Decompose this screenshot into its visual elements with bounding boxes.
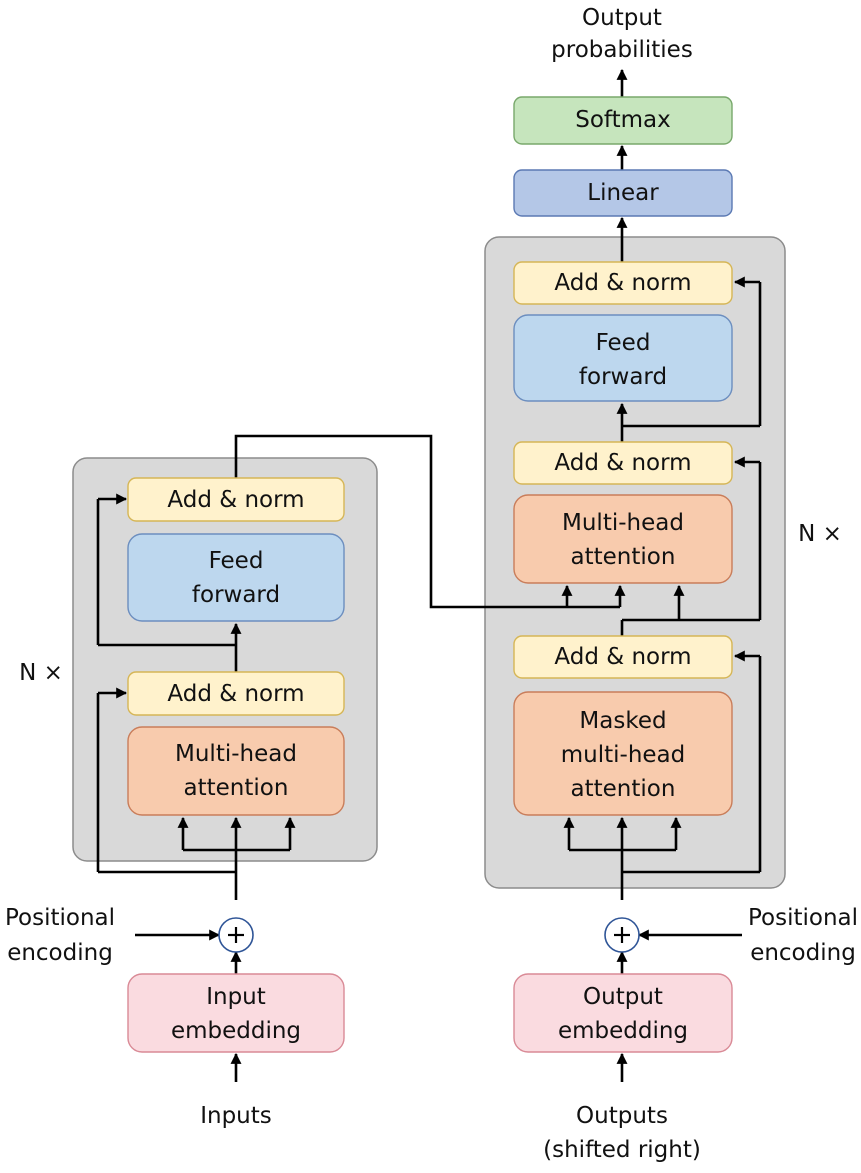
decoder-repeat-label: N × bbox=[798, 521, 842, 547]
decoder-add-norm-middle: Add & norm bbox=[513, 441, 733, 485]
decoder-masked-attention-label-2: multi-head bbox=[561, 742, 686, 768]
encoder-add-norm-bottom: Add & norm bbox=[127, 671, 345, 716]
input-embedding-label-1: Input bbox=[206, 984, 266, 1010]
decoder-cross-attention-label-2: attention bbox=[571, 544, 676, 570]
encoder-add-norm-top: Add & norm bbox=[127, 477, 345, 522]
encoder-multi-head-attention: Multi-head attention bbox=[127, 726, 345, 816]
decoder-cross-attention-label-1: Multi-head bbox=[562, 510, 684, 536]
linear-block: Linear bbox=[513, 169, 733, 217]
encoder-add-norm-top-label: Add & norm bbox=[167, 487, 304, 513]
encoder-attention-label-2: attention bbox=[184, 775, 289, 801]
input-embedding-label-2: embedding bbox=[171, 1018, 301, 1044]
output-embedding-label-1: Output bbox=[583, 984, 663, 1010]
decoder-masked-attention-label-1: Masked bbox=[579, 708, 666, 734]
outputs-label-2: (shifted right) bbox=[543, 1137, 701, 1163]
encoder-feed-forward: Feed forward bbox=[127, 533, 345, 622]
encoder-feed-forward-label-1: Feed bbox=[209, 548, 264, 574]
output-embedding: Output embedding bbox=[513, 973, 733, 1053]
input-positional-encoding-label-1: Positional bbox=[5, 905, 115, 931]
inputs-label: Inputs bbox=[200, 1103, 272, 1129]
decoder-masked-attention: Masked multi-head attention bbox=[513, 691, 733, 816]
output-probabilities-label-2: probabilities bbox=[551, 37, 693, 63]
decoder-add-norm-bottom: Add & norm bbox=[513, 635, 733, 679]
decoder-add-norm-top-label: Add & norm bbox=[554, 270, 691, 296]
decoder-add-norm-top: Add & norm bbox=[513, 261, 733, 305]
encoder-feed-forward-label-2: forward bbox=[192, 582, 280, 608]
decoder-feed-forward: Feed forward bbox=[513, 314, 733, 402]
output-embedding-label-2: embedding bbox=[558, 1018, 688, 1044]
decoder-cross-attention: Multi-head attention bbox=[513, 494, 733, 584]
encoder-connections bbox=[96, 434, 626, 1082]
output-probabilities-label-1: Output bbox=[582, 5, 662, 31]
output-positional-encoding-label-2: encoding bbox=[750, 940, 856, 966]
softmax-block: Softmax bbox=[513, 96, 733, 145]
input-adder bbox=[218, 917, 254, 953]
decoder-add-norm-bottom-label: Add & norm bbox=[554, 644, 691, 670]
softmax-label: Softmax bbox=[575, 107, 671, 133]
input-embedding: Input embedding bbox=[127, 973, 345, 1053]
output-positional-encoding-label-1: Positional bbox=[748, 905, 858, 931]
outputs-label-1: Outputs bbox=[576, 1103, 668, 1129]
decoder-feed-forward-label-1: Feed bbox=[596, 330, 651, 356]
decoder-add-norm-middle-label: Add & norm bbox=[554, 450, 691, 476]
decoder-connections bbox=[563, 68, 762, 1082]
input-positional-encoding-label-2: encoding bbox=[7, 940, 113, 966]
encoder-attention-label-1: Multi-head bbox=[175, 741, 297, 767]
decoder-feed-forward-label-2: forward bbox=[579, 364, 667, 390]
encoder-add-norm-bottom-label: Add & norm bbox=[167, 681, 304, 707]
linear-label: Linear bbox=[587, 180, 659, 206]
output-adder bbox=[604, 917, 640, 953]
encoder-repeat-label: N × bbox=[19, 660, 63, 686]
decoder-masked-attention-label-3: attention bbox=[571, 776, 676, 802]
